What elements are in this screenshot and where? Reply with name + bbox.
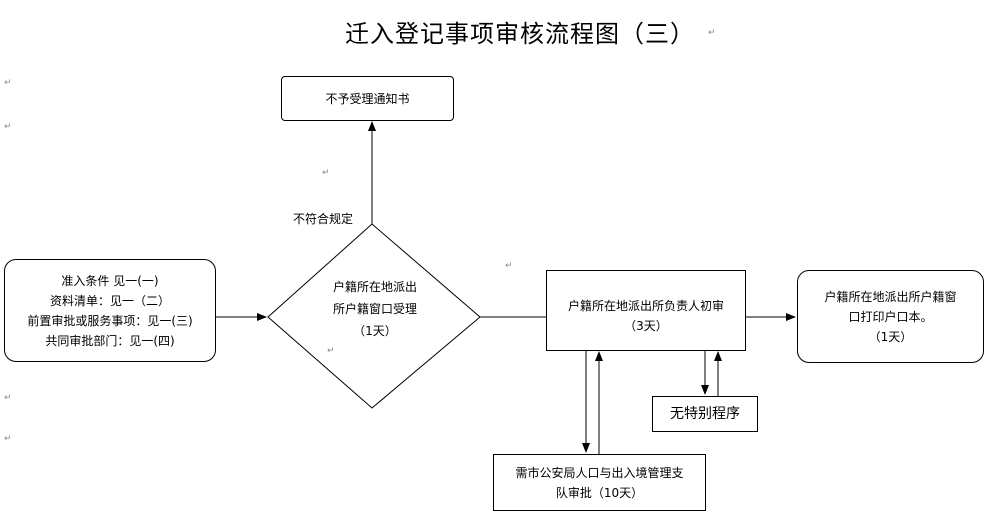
city-line: 队审批（10天）: [555, 485, 644, 500]
no-special-procedure-box: 无特别程序: [652, 396, 758, 432]
paragraph-mark: ↵: [505, 261, 513, 271]
entry-line: 准入条件 见一(一): [61, 273, 159, 288]
review-line: （3天）: [624, 318, 668, 333]
decision-line: 户籍所在地派出: [332, 280, 417, 294]
print-line: （1天）: [868, 329, 913, 344]
paragraph-mark: ↵: [322, 168, 330, 178]
initial-review-box: 户籍所在地派出所负责人初审 （3天）: [546, 270, 746, 351]
decision-line: 所户籍窗口受理: [332, 302, 417, 316]
city-line: 需市公安局人口与出入境管理支: [515, 465, 684, 480]
paragraph-mark: ↵: [4, 393, 12, 403]
entry-line: 资料清单：见一（二）: [49, 293, 170, 308]
no-special-text: 无特别程序: [670, 406, 740, 422]
print-line: 户籍所在地派出所户籍窗: [824, 289, 957, 304]
review-line: 户籍所在地派出所负责人初审: [567, 298, 724, 313]
paragraph-mark: ↵: [327, 346, 335, 356]
entry-line: 前置审批或服务事项：见一(三): [27, 313, 193, 328]
entry-line: 共同审批部门：见一(四): [45, 333, 175, 348]
reject-notice-box: 不予受理通知书: [281, 76, 454, 121]
paragraph-mark: ↵: [4, 122, 12, 132]
print-hukou-box: 户籍所在地派出所户籍窗 口打印户口本。 （1天）: [797, 270, 984, 363]
reject-notice-text: 不予受理通知书: [325, 91, 410, 106]
paragraph-mark: ↵: [4, 78, 12, 88]
entry-conditions-box: 准入条件 见一(一) 资料清单：见一（二） 前置审批或服务事项：见一(三) 共同…: [4, 259, 216, 362]
paragraph-mark: ↵: [708, 28, 716, 38]
paragraph-mark: ↵: [4, 434, 12, 444]
print-line: 口打印户口本。: [848, 309, 933, 324]
decision-line: （1天）: [353, 324, 397, 338]
city-approval-box: 需市公安局人口与出入境管理支 队审批（10天）: [493, 454, 706, 511]
decision-text: 户籍所在地派出 所户籍窗口受理 （1天）: [300, 276, 450, 342]
page-title: 迁入登记事项审核流程图（三）: [345, 20, 695, 48]
reject-condition-label: 不符合规定: [293, 212, 354, 226]
